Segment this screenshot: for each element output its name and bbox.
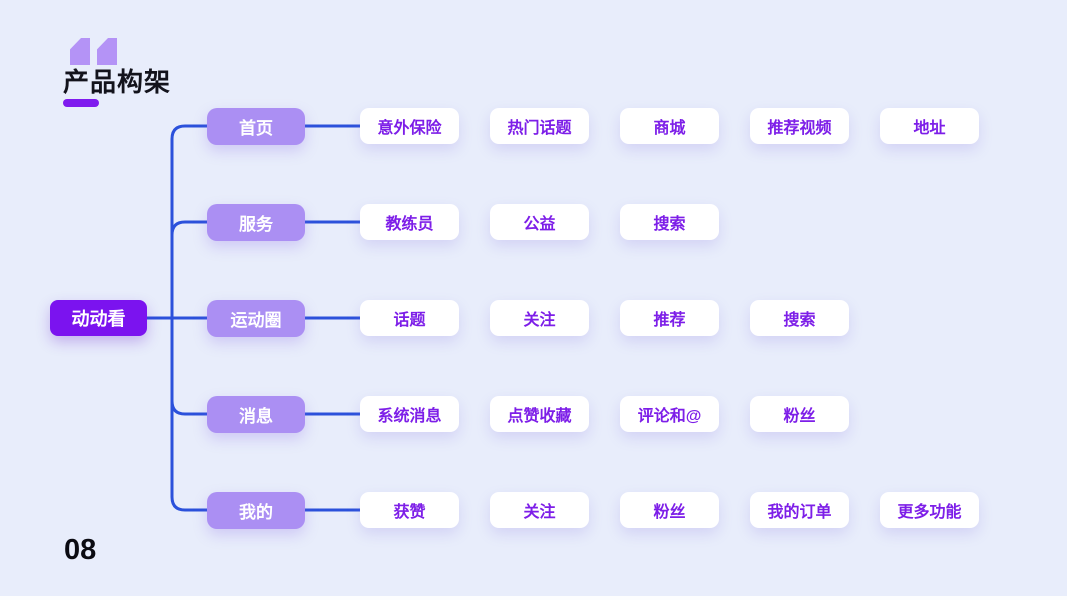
leaf-node: 公益 [490, 204, 589, 240]
leaf-node: 热门话题 [490, 108, 589, 144]
leaf-node: 点赞收藏 [490, 396, 589, 432]
leaf-node: 关注 [490, 300, 589, 336]
leaf-node: 更多功能 [880, 492, 979, 528]
leaf-node: 粉丝 [620, 492, 719, 528]
branch-node: 服务 [207, 203, 305, 241]
leaf-node: 系统消息 [360, 396, 459, 432]
leaf-node: 搜索 [620, 204, 719, 240]
bottom-strip [0, 596, 1067, 600]
leaf-node: 地址 [880, 108, 979, 144]
root-node: 动动看 [50, 300, 147, 336]
leaf-node: 评论和@ [620, 396, 719, 432]
leaf-node: 我的订单 [750, 492, 849, 528]
branch-node: 我的 [207, 491, 305, 529]
branch-node: 运动圈 [207, 299, 305, 337]
leaf-node: 粉丝 [750, 396, 849, 432]
leaf-node: 推荐视频 [750, 108, 849, 144]
quote-mark-right [97, 38, 117, 65]
leaf-node: 教练员 [360, 204, 459, 240]
leaf-node: 话题 [360, 300, 459, 336]
leaf-node: 获赞 [360, 492, 459, 528]
leaf-node: 搜索 [750, 300, 849, 336]
quote-mark-left [70, 38, 90, 65]
title-accent-bar [63, 99, 99, 107]
page-number: 08 [64, 534, 97, 566]
page-title: 产品构架 [63, 67, 172, 97]
branch-node: 首页 [207, 107, 305, 145]
quote-icon [70, 38, 118, 65]
leaf-node: 关注 [490, 492, 589, 528]
leaf-node: 商城 [620, 108, 719, 144]
branch-node: 消息 [207, 395, 305, 433]
leaf-node: 意外保险 [360, 108, 459, 144]
leaf-node: 推荐 [620, 300, 719, 336]
